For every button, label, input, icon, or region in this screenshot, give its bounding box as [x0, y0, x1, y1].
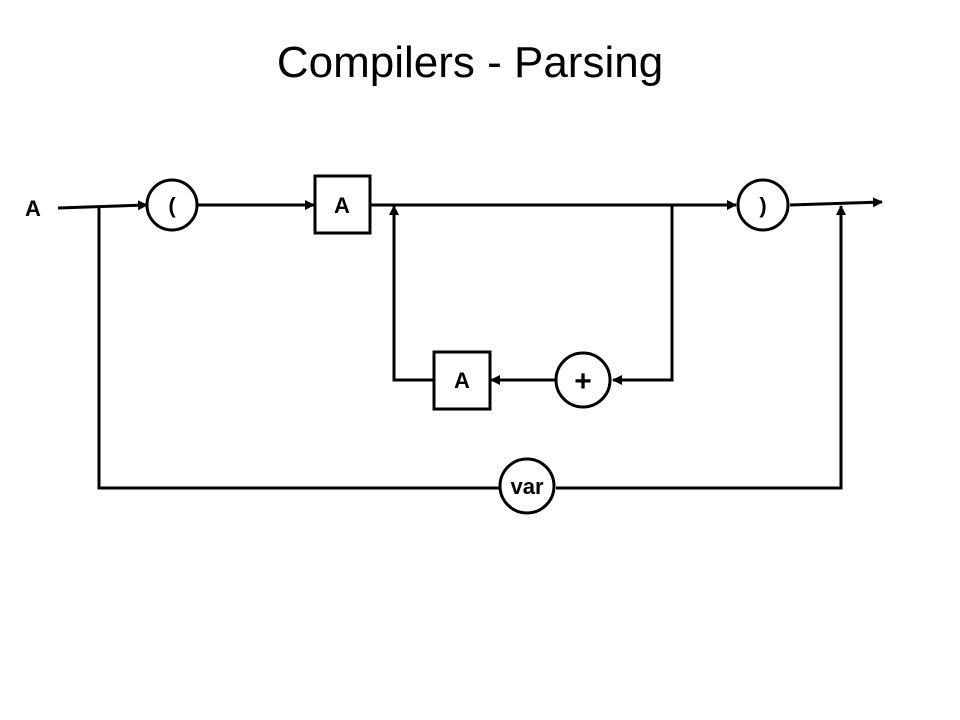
- edge-var-to-exit: [556, 205, 846, 490]
- edge-loop-back-up: [389, 205, 434, 382]
- slide-title: Compilers - Parsing: [276, 38, 664, 87]
- edge-entry-to-open-paren: [57, 200, 148, 211]
- terminal-var: [498, 457, 556, 515]
- nonterminal-a-label: A: [334, 193, 350, 218]
- edge-var-branch: [97, 208, 500, 490]
- edge-exit: [789, 197, 883, 208]
- terminal-close-paren: [736, 178, 790, 232]
- nonterminal-a: [313, 174, 372, 235]
- terminal-close-paren-label: ): [759, 193, 766, 218]
- rule-name-label: A: [25, 196, 41, 221]
- edge-loop-to-plus: [612, 205, 674, 385]
- nonterminal-repeat-a: [432, 350, 492, 411]
- terminal-plus: [554, 351, 612, 409]
- terminal-var-label: var: [510, 474, 543, 499]
- terminal-open-paren-label: (: [168, 193, 176, 218]
- terminal-plus-label: +: [574, 365, 592, 398]
- nonterminal-repeat-a-label: A: [454, 368, 470, 393]
- terminal-open-paren: [145, 178, 199, 232]
